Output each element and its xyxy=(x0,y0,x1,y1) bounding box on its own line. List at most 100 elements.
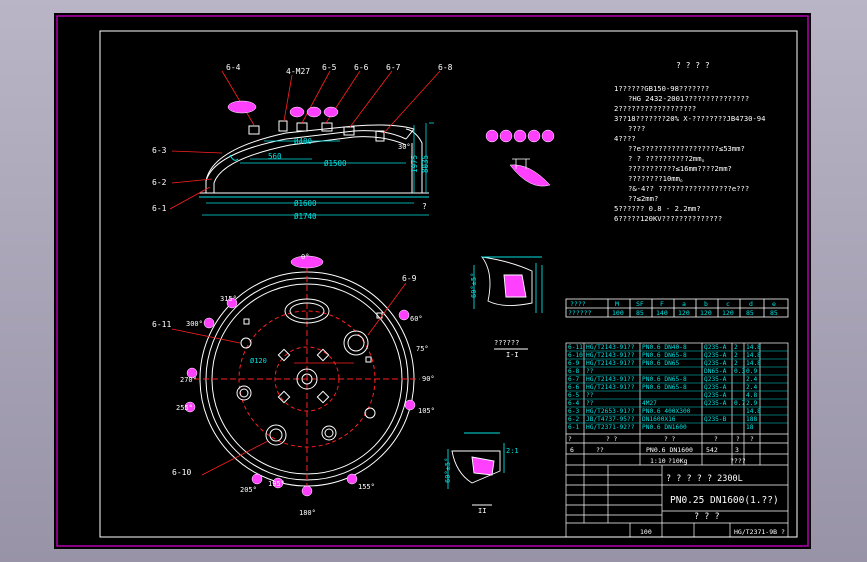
parts-cell: 6-2 xyxy=(568,416,579,423)
parts-cell: 4.8 xyxy=(746,392,757,399)
parts-cell: HG/T2143-91?? xyxy=(586,376,635,383)
parts-cell: PN0.6 DN40-8 xyxy=(642,344,687,351)
parts-cell: 0.3 xyxy=(734,368,745,375)
note-line: 2?????????????????? xyxy=(614,104,696,113)
nozzle-cell: 140 xyxy=(656,309,668,317)
assembly-spec: PN0.6 DN1600 xyxy=(646,446,693,454)
note-line: 5?????? 0.8 - 2.2mm? xyxy=(614,204,701,213)
angle-105: 105° xyxy=(418,407,435,415)
parts-cell: Q235-A xyxy=(704,360,727,367)
plan-leaders xyxy=(171,282,407,476)
parts-cell: PN0.6 DN1600 xyxy=(642,424,687,431)
drawing-subtitle: PN0.25 DN1600(1.??) xyxy=(670,495,779,506)
parts-cell: Q235-A xyxy=(704,344,727,351)
angle-205: 205° xyxy=(240,486,257,494)
parts-cell: 6-5 xyxy=(568,392,579,399)
drawing-title: ? ? ? ? ? 2300L xyxy=(666,474,743,484)
parts-header-0: ? xyxy=(568,436,572,443)
sheet-number: 100 xyxy=(640,528,652,536)
dim-d480: Ø480 xyxy=(294,137,313,146)
note-line: 1??????GB150-98??????? xyxy=(614,84,709,93)
nozzle-header: SF xyxy=(636,300,644,308)
assembly-index: 6 xyxy=(570,446,574,454)
parts-cell: PN0.6 DN65-8 xyxy=(642,384,687,391)
parts-cell: 0.9 xyxy=(746,368,757,375)
note-line: ?&-4?? ?????????????????e??? xyxy=(628,184,749,193)
drawing-svg: 6-4 4-M27 6-5 6-6 6-7 6-8 6-3 6-2 6-1 ? … xyxy=(56,15,809,547)
angle-155: 155° xyxy=(358,483,375,491)
nozzle-cell: 120 xyxy=(678,309,690,317)
nozzle-table-text: ???? M SF F a b c d e ?????? 100 85 140 … xyxy=(568,300,778,317)
parts-cell: 6-3 xyxy=(568,408,579,415)
parts-header-5: ? xyxy=(750,436,754,443)
nozzle-header: M xyxy=(615,300,619,308)
drawing-sheet[interactable]: 6-4 4-M27 6-5 6-6 6-7 6-8 6-3 6-2 6-1 ? … xyxy=(54,13,811,549)
dim-60deg: 60°±5° xyxy=(470,273,478,298)
parts-cell: 14.8 xyxy=(746,360,761,367)
parts-cell: Q235-A xyxy=(704,400,727,407)
parts-cell: 14.8 xyxy=(746,344,761,351)
label-6-6: 6-6 xyxy=(354,63,369,72)
nozzle-header: e xyxy=(772,300,776,308)
parts-header-2: ? ? xyxy=(664,436,675,443)
parts-cell: 6-9 xyxy=(568,360,579,367)
scale-value: 1:10 xyxy=(650,457,666,465)
nozzle-cell: 100 xyxy=(612,309,624,317)
parts-cell: PN0.6 DN65-8 xyxy=(642,376,687,383)
inner-frame xyxy=(99,30,798,538)
dim-8035: 8035 xyxy=(421,155,430,173)
parts-cell: 18 xyxy=(746,424,754,431)
parts-cell: ?? xyxy=(586,368,594,375)
angle-90: 90° xyxy=(422,375,435,383)
label-6-3: 6-3 xyxy=(152,146,167,155)
parts-cell: ?? xyxy=(586,392,594,399)
angle-315: 315° xyxy=(220,295,237,303)
note-line: ???? xyxy=(628,124,645,133)
label-6-2: 6-2 xyxy=(152,178,167,187)
nozzle-header: ???? xyxy=(570,300,586,308)
parts-cell: 0.7 xyxy=(734,400,745,407)
assembly-code: ?? xyxy=(596,446,604,454)
nozzle-header: F xyxy=(660,300,664,308)
parts-cell: 2 xyxy=(734,352,738,359)
nozzle-cell: ?????? xyxy=(568,309,592,317)
drawing-bottom-title: ? ? ? xyxy=(694,512,720,522)
nozzle-header: a xyxy=(682,300,686,308)
plan-view xyxy=(194,267,420,491)
angle-195: 195° xyxy=(268,480,285,488)
parts-cell: Q235-A xyxy=(704,392,727,399)
parts-cell: HG/T2143-91?? xyxy=(586,344,635,351)
note-line: ???????????≤16mm????2mm? xyxy=(628,164,732,173)
upper-section-view xyxy=(473,256,543,350)
dim-d1600: Ø1600 xyxy=(294,199,317,208)
parts-cell: PN0.6 400X300 xyxy=(642,408,691,415)
angle-300: 300° xyxy=(186,320,203,328)
nozzle-cell: 85 xyxy=(636,309,644,317)
parts-cell: HG/T2653-91?? xyxy=(586,408,635,415)
note-line: ????????10mm。 xyxy=(628,174,687,183)
parts-cell: 4M27 xyxy=(642,400,657,407)
label-6-5: 6-5 xyxy=(322,63,337,72)
parts-rows xyxy=(566,350,788,424)
head-elevation-view xyxy=(199,120,429,198)
parts-cell: JB/T4737-95?? xyxy=(586,416,635,423)
parts-cell: PN0.6 DN65-8 xyxy=(642,352,687,359)
section-mark-upper: I-I xyxy=(506,351,519,359)
detail-stubs xyxy=(512,158,530,169)
label-6-8: 6-8 xyxy=(438,63,453,72)
label-6-10: 6-10 xyxy=(172,468,191,477)
head-dimensions xyxy=(202,122,434,216)
parts-list-grid xyxy=(565,342,789,538)
label-6-4: 6-4 xyxy=(226,63,241,72)
note-line: 6?????120KV?????????????? xyxy=(614,214,722,223)
label-6-1: 6-1 xyxy=(152,204,167,213)
note-line: ??e??????????????????≤53mm? xyxy=(628,144,745,153)
note-line: 4???? xyxy=(614,134,636,143)
dim-1975: 1975 xyxy=(410,155,419,173)
weight-label: ?10Kg xyxy=(668,457,688,465)
nozzle-table xyxy=(565,298,789,318)
parts-cell: 6-1 xyxy=(568,424,579,431)
note-line: ? ? ??????????2mm。 xyxy=(628,154,709,163)
label-4-m27: 4-M27 xyxy=(286,67,310,76)
